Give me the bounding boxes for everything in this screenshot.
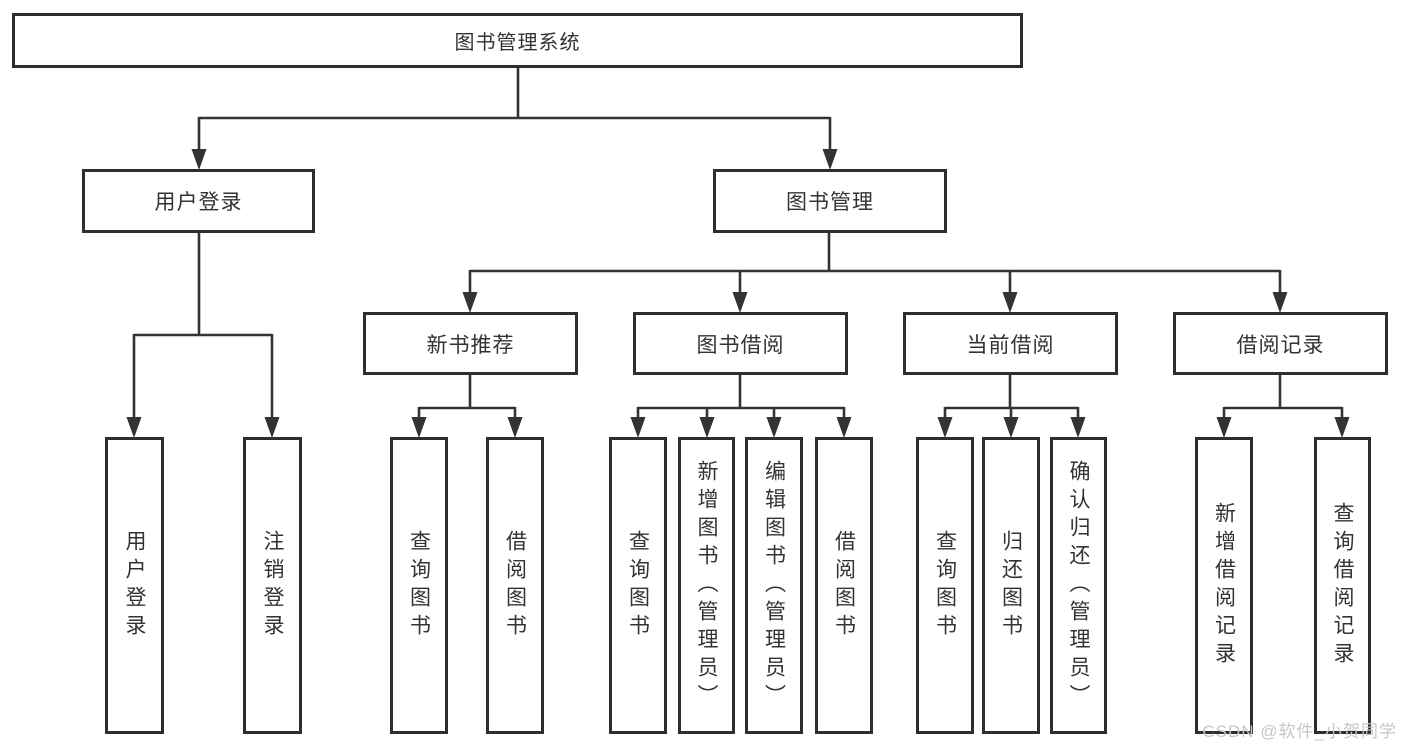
node-label-root: 图书管理系统	[454, 32, 581, 54]
node-return-books: 归还图书	[982, 437, 1040, 734]
node-borrow-books-a: 借阅图书	[486, 437, 544, 734]
node-current-borrowing: 当前借阅	[903, 312, 1118, 375]
node-book-borrowing: 图书借阅	[633, 312, 848, 375]
node-add-borrow-record: 新增借阅记录	[1195, 437, 1253, 734]
arrowhead-icon	[1070, 417, 1086, 438]
node-label-book-management: 图书管理	[786, 191, 874, 214]
node-add-books-admin: 新增图书（管理员）	[678, 437, 735, 734]
node-label-logout-leaf: 注销登录	[261, 529, 284, 642]
arrowhead-icon	[126, 417, 142, 438]
arrowhead-icon	[1272, 292, 1288, 313]
node-label-query-books-c: 查询图书	[933, 529, 957, 642]
node-label-user-login-leaf: 用户登录	[123, 529, 146, 642]
node-user-login: 用户登录	[82, 169, 315, 233]
node-label-borrowing-records: 借阅记录	[1236, 333, 1325, 357]
arrowhead-icon	[732, 292, 748, 313]
node-label-current-borrowing: 当前借阅	[966, 333, 1055, 357]
node-label-book-borrowing: 图书借阅	[696, 333, 785, 357]
arrowhead-icon	[1003, 417, 1019, 438]
node-label-query-books-b: 查询图书	[626, 529, 650, 642]
node-label-add-books-admin: 新增图书（管理员）	[695, 459, 718, 712]
node-borrow-books-b: 借阅图书	[815, 437, 873, 734]
arrowhead-icon	[836, 417, 852, 438]
arrowhead-icon	[937, 417, 953, 438]
node-label-borrow-books-a: 借阅图书	[503, 529, 527, 642]
node-logout-leaf: 注销登录	[243, 437, 302, 734]
node-user-login-leaf: 用户登录	[105, 437, 164, 734]
arrowhead-icon	[462, 292, 478, 313]
arrowhead-icon	[507, 417, 523, 438]
arrowhead-icon	[1334, 417, 1350, 438]
node-label-query-books-a: 查询图书	[407, 529, 431, 642]
node-label-new-book-recommend: 新书推荐	[426, 333, 515, 357]
arrowhead-icon	[822, 149, 838, 170]
node-label-query-borrow-record: 查询借阅记录	[1331, 501, 1354, 670]
arrowhead-icon	[264, 417, 280, 438]
watermark: CSDN @软件_小贺同学	[1202, 722, 1397, 741]
node-label-user-login: 用户登录	[154, 191, 243, 214]
node-label-edit-books-admin: 编辑图书（管理员）	[762, 459, 786, 712]
arrowhead-icon	[191, 149, 207, 170]
node-new-book-recommend: 新书推荐	[363, 312, 578, 375]
node-query-borrow-record: 查询借阅记录	[1314, 437, 1371, 734]
node-book-management: 图书管理	[713, 169, 947, 233]
arrowhead-icon	[766, 417, 782, 438]
node-label-add-borrow-record: 新增借阅记录	[1212, 501, 1236, 670]
node-query-books-a: 查询图书	[390, 437, 448, 734]
node-query-books-b: 查询图书	[609, 437, 667, 734]
node-query-books-c: 查询图书	[916, 437, 974, 734]
arrowhead-icon	[1002, 292, 1018, 313]
node-confirm-return-admin: 确认归还（管理员）	[1050, 437, 1107, 734]
node-root: 图书管理系统	[12, 13, 1023, 68]
node-label-return-books: 归还图书	[999, 529, 1023, 642]
arrowhead-icon	[1216, 417, 1232, 438]
node-borrowing-records: 借阅记录	[1173, 312, 1388, 375]
arrowhead-icon	[630, 417, 646, 438]
arrowhead-icon	[699, 417, 715, 438]
node-label-borrow-books-b: 借阅图书	[832, 529, 856, 642]
node-edit-books-admin: 编辑图书（管理员）	[745, 437, 803, 734]
node-label-confirm-return-admin: 确认归还（管理员）	[1067, 459, 1090, 712]
arrowhead-icon	[411, 417, 427, 438]
